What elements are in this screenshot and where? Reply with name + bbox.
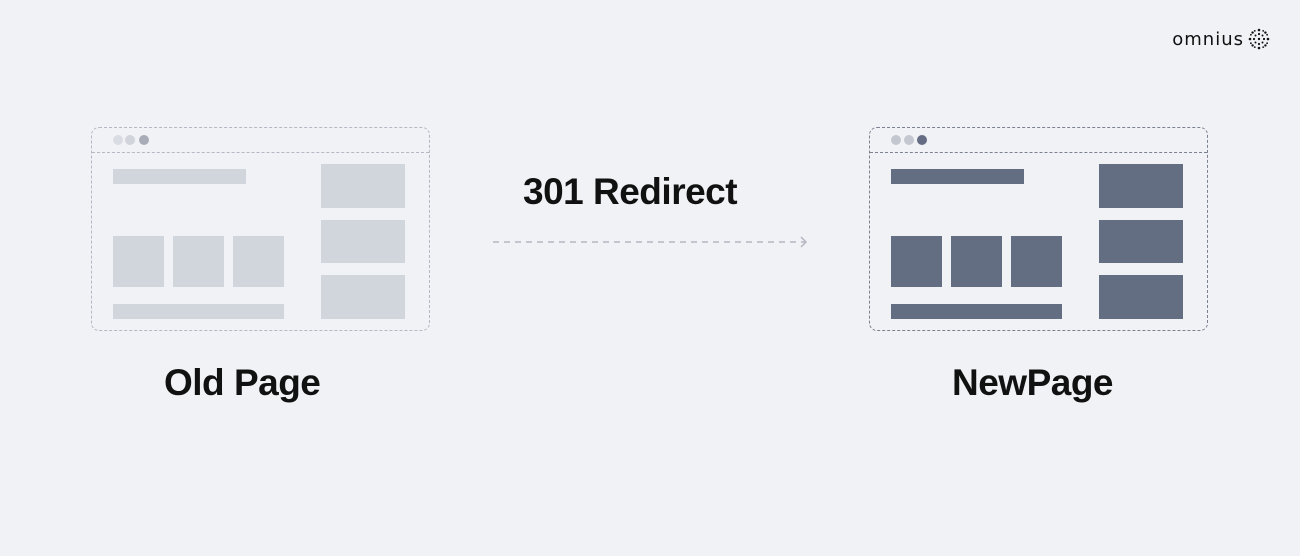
old-page-label: Old Page <box>164 362 321 403</box>
window-dot-1 <box>113 135 123 145</box>
sidebar-block-1 <box>321 164 405 208</box>
window-topbar-divider <box>92 152 429 153</box>
redirect-label: 301 Redirect <box>523 171 738 212</box>
content-block-1 <box>113 236 164 287</box>
brand-name: omnius <box>1172 28 1244 50</box>
omnius-logo-mark-icon <box>1248 28 1270 50</box>
sidebar-block-1 <box>1099 164 1183 208</box>
sidebar-block-2 <box>1099 220 1183 263</box>
content-block-2 <box>951 236 1002 287</box>
window-dot-1 <box>891 135 901 145</box>
window-dot-2 <box>904 135 914 145</box>
content-block-3 <box>1011 236 1062 287</box>
footer-block <box>891 304 1062 319</box>
window-topbar-divider <box>870 152 1207 153</box>
content-block-1 <box>891 236 942 287</box>
window-dot-3 <box>917 135 927 145</box>
footer-block <box>113 304 284 319</box>
title-block <box>891 169 1024 184</box>
new-page-label: NewPage <box>952 362 1114 403</box>
title-block <box>113 169 246 184</box>
window-dot-3 <box>139 135 149 145</box>
redirect-arrow <box>493 236 808 248</box>
new-page-wireframe <box>869 127 1208 331</box>
sidebar-block-3 <box>1099 275 1183 319</box>
window-dot-2 <box>125 135 135 145</box>
content-block-3 <box>233 236 284 287</box>
old-page-wireframe <box>91 127 430 331</box>
content-block-2 <box>173 236 224 287</box>
sidebar-block-3 <box>321 275 405 319</box>
brand-logo: omnius <box>1172 28 1270 50</box>
sidebar-block-2 <box>321 220 405 263</box>
